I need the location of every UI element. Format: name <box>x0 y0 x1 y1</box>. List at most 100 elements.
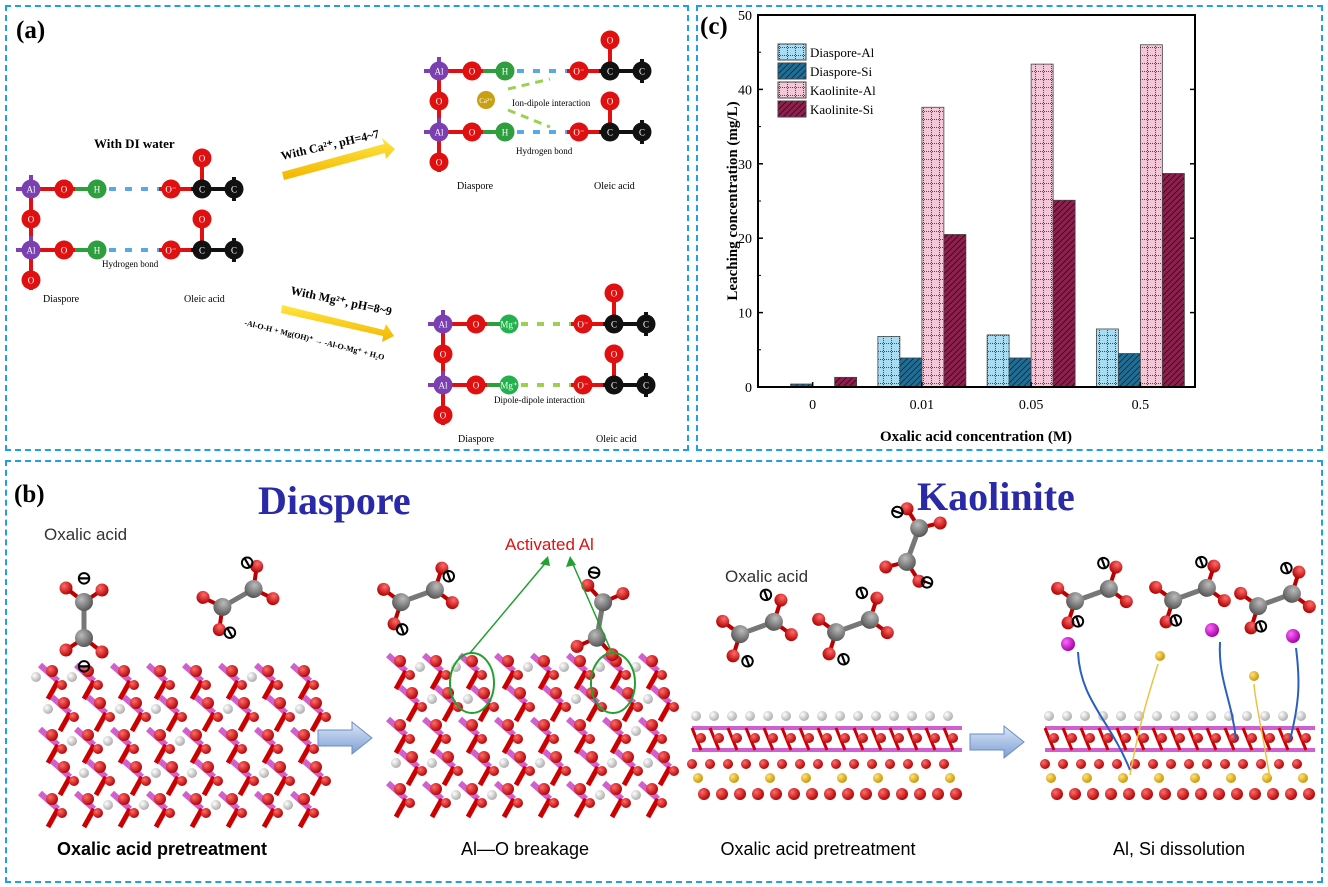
oxygen-atom <box>249 712 259 722</box>
oxygen-atom <box>812 612 826 626</box>
oxygen-atom <box>822 733 832 743</box>
oxygen-atom <box>57 744 67 754</box>
hydrogen-atom <box>451 662 461 672</box>
diaspore-crystal-before <box>31 662 331 829</box>
oxygen-atom <box>621 734 631 744</box>
y-tick-label: 50 <box>738 9 752 24</box>
oxygen-anion-atom: O⁻ <box>161 240 181 260</box>
hydrogen-atom <box>247 672 257 682</box>
caption-al-si-dissolution: Al, Si dissolution <box>1113 839 1245 859</box>
oxygen-atom <box>770 788 782 800</box>
oleic-acid-label: Oleic acid <box>184 294 225 305</box>
negative-charge-icon: ⊖ <box>832 649 856 670</box>
carbon-atom <box>213 598 232 616</box>
hydrogen-atom <box>1044 711 1054 721</box>
svg-text:H: H <box>94 185 101 195</box>
hydrogen-atom <box>535 758 545 768</box>
oxygen-atom <box>273 744 283 754</box>
negative-charge-icon: ⊖ <box>736 651 760 672</box>
aluminum-atom: Al <box>433 314 453 334</box>
oxygen-atom <box>489 766 499 776</box>
oxygen-atom <box>212 623 226 637</box>
oxygen-atom <box>321 712 331 722</box>
svg-text:O: O <box>440 411 447 421</box>
bar-diaspore-al-0.5 <box>1095 328 1119 388</box>
legend-entry: Diaspore-Al <box>810 45 875 60</box>
oxygen-atom <box>1159 788 1171 800</box>
oxygen-atom <box>525 702 535 712</box>
oxygen-atom <box>1301 733 1311 743</box>
carbon-atom <box>764 612 783 631</box>
oxygen-atom <box>95 583 109 597</box>
carbon-atom: C <box>636 314 656 334</box>
hydrogen-atom <box>691 711 701 721</box>
oxygen-atom <box>441 798 451 808</box>
carbon-atom: C <box>192 179 212 199</box>
oleic-acid-label-mg: Oleic acid <box>596 434 637 445</box>
oxygen-atom <box>1166 759 1176 769</box>
oxygen-atom <box>538 655 550 667</box>
svg-text:H: H <box>502 67 509 77</box>
bar-diaspore-si-0.05 <box>1008 357 1032 388</box>
negative-charge-icon: ⊖ <box>887 500 908 524</box>
oxygen-atom <box>46 793 58 805</box>
oxygen-atom <box>57 808 67 818</box>
oxygen-atom <box>95 645 109 659</box>
oxygen-atom <box>714 733 724 743</box>
hydrogen-atom <box>451 790 461 800</box>
negative-charge-icon: ⊖ <box>76 568 91 588</box>
oxygen-atom: O <box>433 344 453 364</box>
oxygen-atom <box>1292 759 1302 769</box>
oxygen-atom <box>574 655 586 667</box>
oxygen-atom <box>939 759 949 769</box>
legend-entry: Kaolinite-Si <box>810 102 874 117</box>
hydrogen-atom <box>907 711 917 721</box>
oxygen-atom <box>1238 759 1248 769</box>
svg-text:O⁻: O⁻ <box>577 320 588 330</box>
ca-arrow-icon <box>282 138 395 180</box>
dissolved-si-ion <box>1155 651 1165 661</box>
oxygen-atom <box>477 670 487 680</box>
oxygen-atom <box>726 649 740 663</box>
hydrogen-atom <box>175 736 185 746</box>
oxygen-atom <box>741 759 751 769</box>
oxygen-atom <box>549 798 559 808</box>
oxygen-atom: O <box>429 152 449 172</box>
negative-charge-icon: ⊖ <box>850 582 874 603</box>
oxygen-atom <box>118 665 130 677</box>
oxygen-atom <box>840 733 850 743</box>
negative-charge-icon: ⊖ <box>76 656 91 676</box>
hydrogen-atom <box>115 704 125 714</box>
x-axis-label: Oxalic acid concentration (M) <box>880 429 1072 445</box>
hydrogen-atom: H <box>87 179 107 199</box>
silicon-atom <box>765 773 775 783</box>
legend-swatch <box>777 81 807 99</box>
svg-text:O: O <box>469 67 476 77</box>
hydrogen-atom <box>745 711 755 721</box>
bar-kaolinite-al-0.05 <box>1030 63 1054 388</box>
oxygen-atom <box>118 793 130 805</box>
oxygen-atom: O <box>462 122 482 142</box>
oxygen-atom <box>406 751 418 763</box>
hydrogen-atom <box>571 694 581 704</box>
oxygen-atom <box>430 655 442 667</box>
oxygen-atom <box>201 808 211 818</box>
oxygen-atom <box>932 788 944 800</box>
hydrogen-atom <box>151 768 161 778</box>
hydrogen-atom <box>709 711 719 721</box>
calcium-ion: Ca²⁺ <box>477 91 495 109</box>
svg-text:H: H <box>502 128 509 138</box>
carbon-atom <box>75 593 93 611</box>
oxygen-atom <box>669 766 679 776</box>
oxygen-atom <box>621 670 631 680</box>
oxygen-atom <box>1149 580 1163 594</box>
oxygen-atom <box>621 798 631 808</box>
blue-dissolution-arrow-icon <box>1289 647 1300 741</box>
oxalate-molecule: ⊖ <box>570 561 630 662</box>
oxygen-atom <box>788 788 800 800</box>
oxygen-atom <box>750 733 760 743</box>
carbon-atom <box>75 629 93 647</box>
oxygen-atom <box>1175 733 1185 743</box>
silicon-atom <box>1190 773 1200 783</box>
svg-text:C: C <box>607 67 613 77</box>
